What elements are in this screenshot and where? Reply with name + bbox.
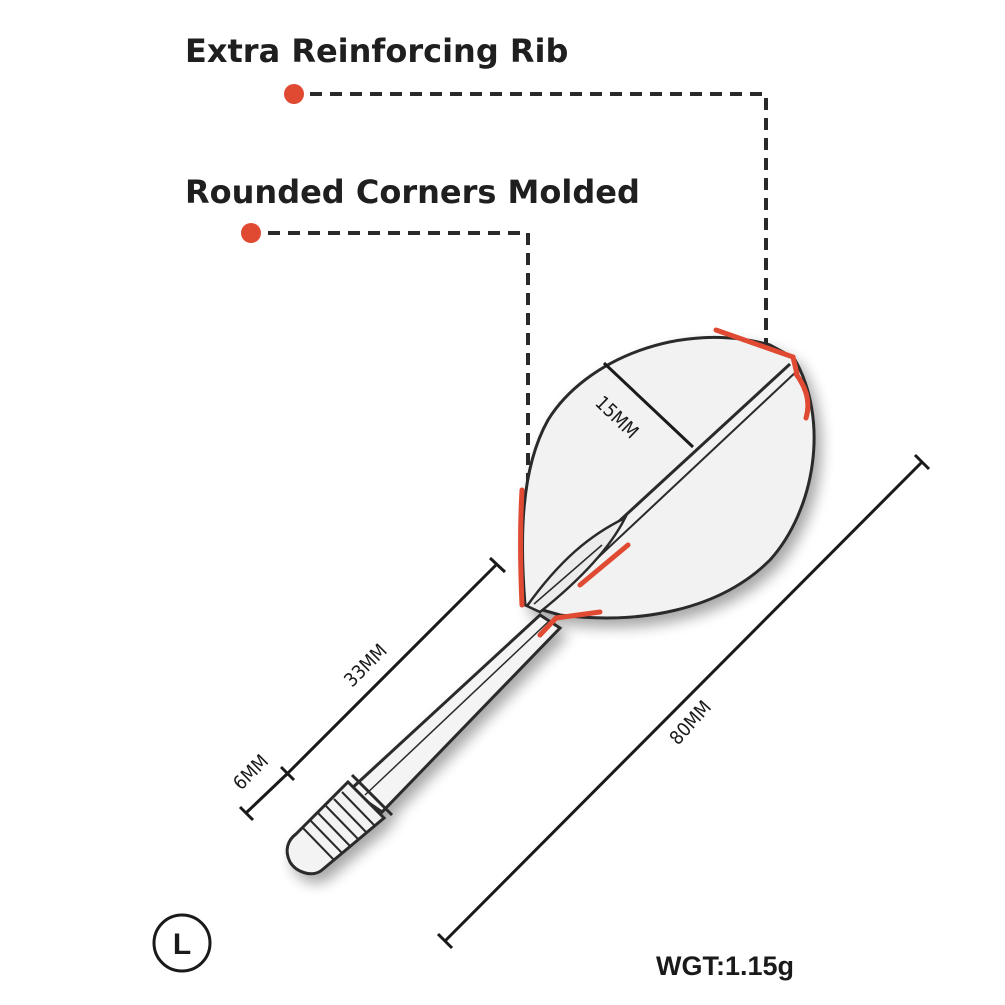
rib-accent-side <box>793 371 811 421</box>
callout-reinforcing-rib-dot <box>284 84 304 104</box>
corner-accent-bottom <box>537 609 603 638</box>
dim-6mm-label: 6MM <box>229 750 273 794</box>
size-badge-letter: L <box>173 928 191 961</box>
callout-reinforcing-rib-leader <box>310 92 768 352</box>
flight-inner-vane-crease <box>533 544 603 605</box>
dim-15mm-line <box>602 361 695 449</box>
callout-rounded-corners-dot <box>241 223 261 243</box>
rib-accent-top <box>713 327 800 377</box>
dim-80mm-label: 80MM <box>665 697 716 750</box>
dim-33mm-line <box>283 562 499 778</box>
shaft-body <box>347 613 563 814</box>
dim-6mm-tick-bottom <box>238 805 255 822</box>
corner-accent-vane <box>577 542 631 588</box>
callout-rounded-corners-leader <box>268 231 530 500</box>
dim-80mm-tick-bottom <box>436 932 454 950</box>
dim-33mm-label: 33MM <box>340 640 392 692</box>
accent-edges <box>518 327 811 638</box>
callout-rounded-corners-label: Rounded Corners Molded <box>185 173 640 211</box>
dim-6mm-tick-mid <box>279 765 296 782</box>
dim-80mm-line <box>443 460 924 943</box>
dim-6mm-line <box>244 771 290 815</box>
dim-33mm-tick-top <box>488 556 507 574</box>
thread-tip <box>285 773 394 876</box>
dart-assembly <box>285 336 816 876</box>
dim-80mm-tick-top <box>913 453 931 471</box>
callout-reinforcing-rib-label: Extra Reinforcing Rib <box>185 32 568 70</box>
size-badge-ring <box>152 913 212 973</box>
weight-label: WGT:1.15g <box>656 951 794 981</box>
shaft-highlight <box>364 621 549 796</box>
corner-accent-left <box>518 487 525 608</box>
